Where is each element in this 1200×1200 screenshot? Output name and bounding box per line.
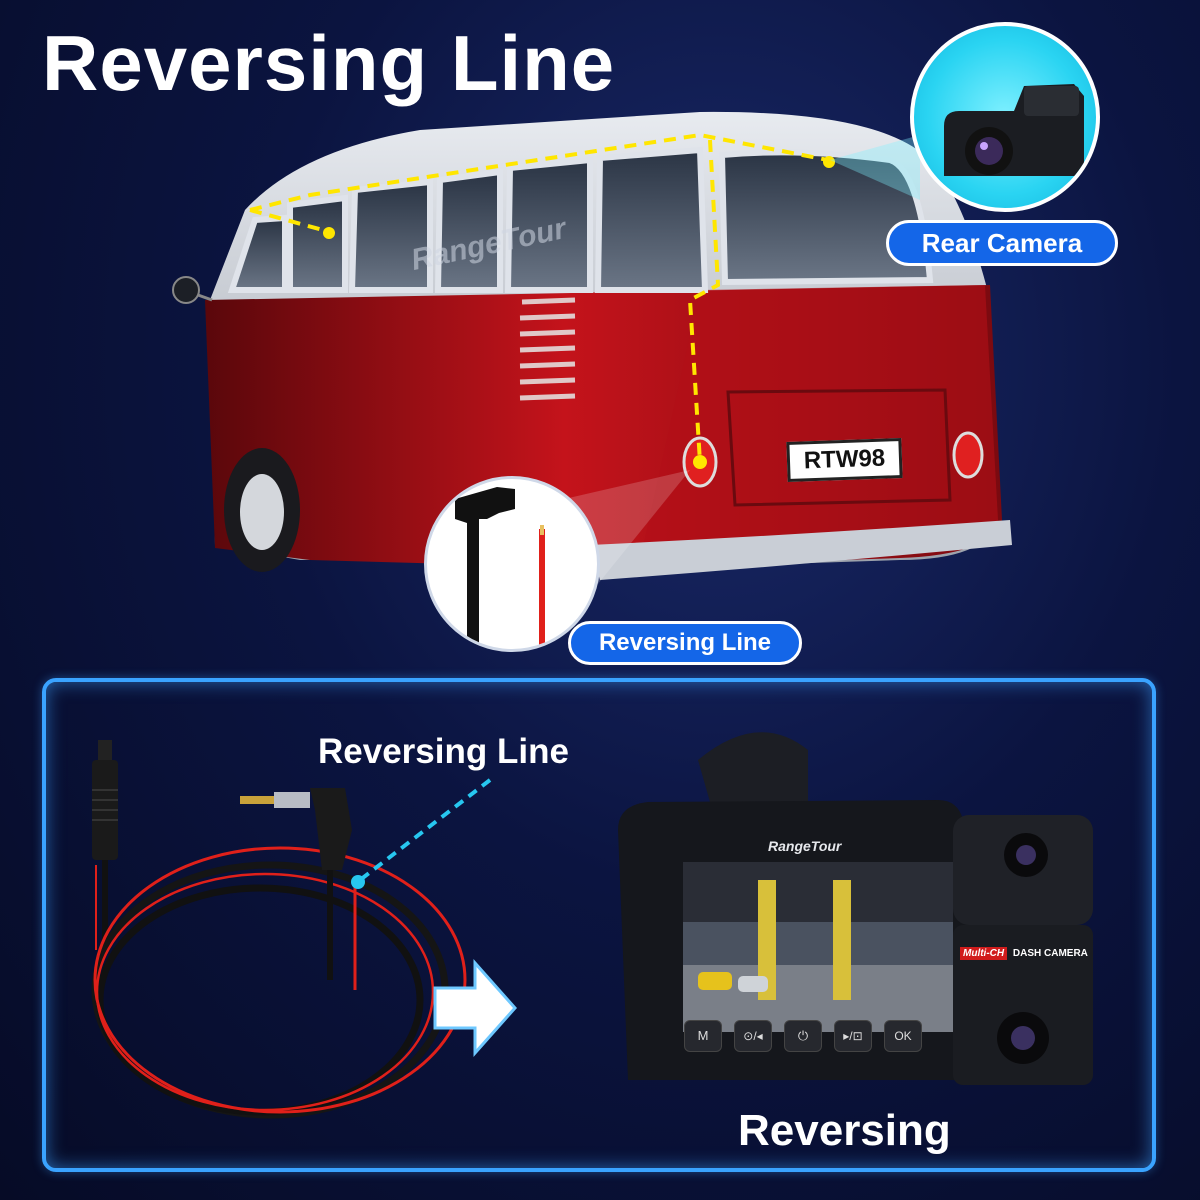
dashcam-brand: RangeTour	[768, 838, 842, 854]
rear-camera-callout	[910, 22, 1100, 212]
badge-dash-camera: DASH CAMERA	[1012, 948, 1088, 959]
dashcam-button-mode[interactable]: ⊙/◂	[734, 1020, 772, 1052]
dashcam-button-power[interactable]: ⏻	[784, 1020, 822, 1052]
dash-camera-body	[618, 732, 1093, 1085]
result-label: Reversing	[738, 1106, 951, 1155]
cable-label: Reversing Line	[318, 732, 569, 771]
badge-multi-ch: Multi-CH	[960, 947, 1008, 960]
dash-camera: RangeTour Multi-CH DASH CAMERA M ⊙/◂ ⏻ ▸…	[608, 720, 1108, 1090]
dashcam-button-play[interactable]: ▸/⊡	[834, 1020, 872, 1052]
dashcam-button-menu[interactable]: M	[684, 1020, 722, 1052]
dashcam-button-ok[interactable]: OK	[884, 1020, 922, 1052]
reversing-line-label: Reversing Line	[568, 621, 802, 665]
dashcam-badge: Multi-CH DASH CAMERA	[960, 947, 1088, 960]
reversing-cable-illustration	[91, 740, 467, 1119]
license-plate: RTW98	[786, 438, 903, 482]
arrow-right-icon	[433, 959, 518, 1057]
cable-pointer-line	[351, 778, 492, 889]
rear-camera-label: Rear Camera	[886, 220, 1118, 266]
dashcam-button-row: M ⊙/◂ ⏻ ▸/⊡ OK	[684, 1020, 922, 1052]
wiring-panel	[42, 678, 1156, 1172]
page-title: Reversing Line	[42, 19, 616, 107]
rear-camera-icon	[944, 84, 1084, 176]
cable-clip-icon	[455, 487, 545, 649]
reversing-cable-callout	[424, 476, 600, 652]
